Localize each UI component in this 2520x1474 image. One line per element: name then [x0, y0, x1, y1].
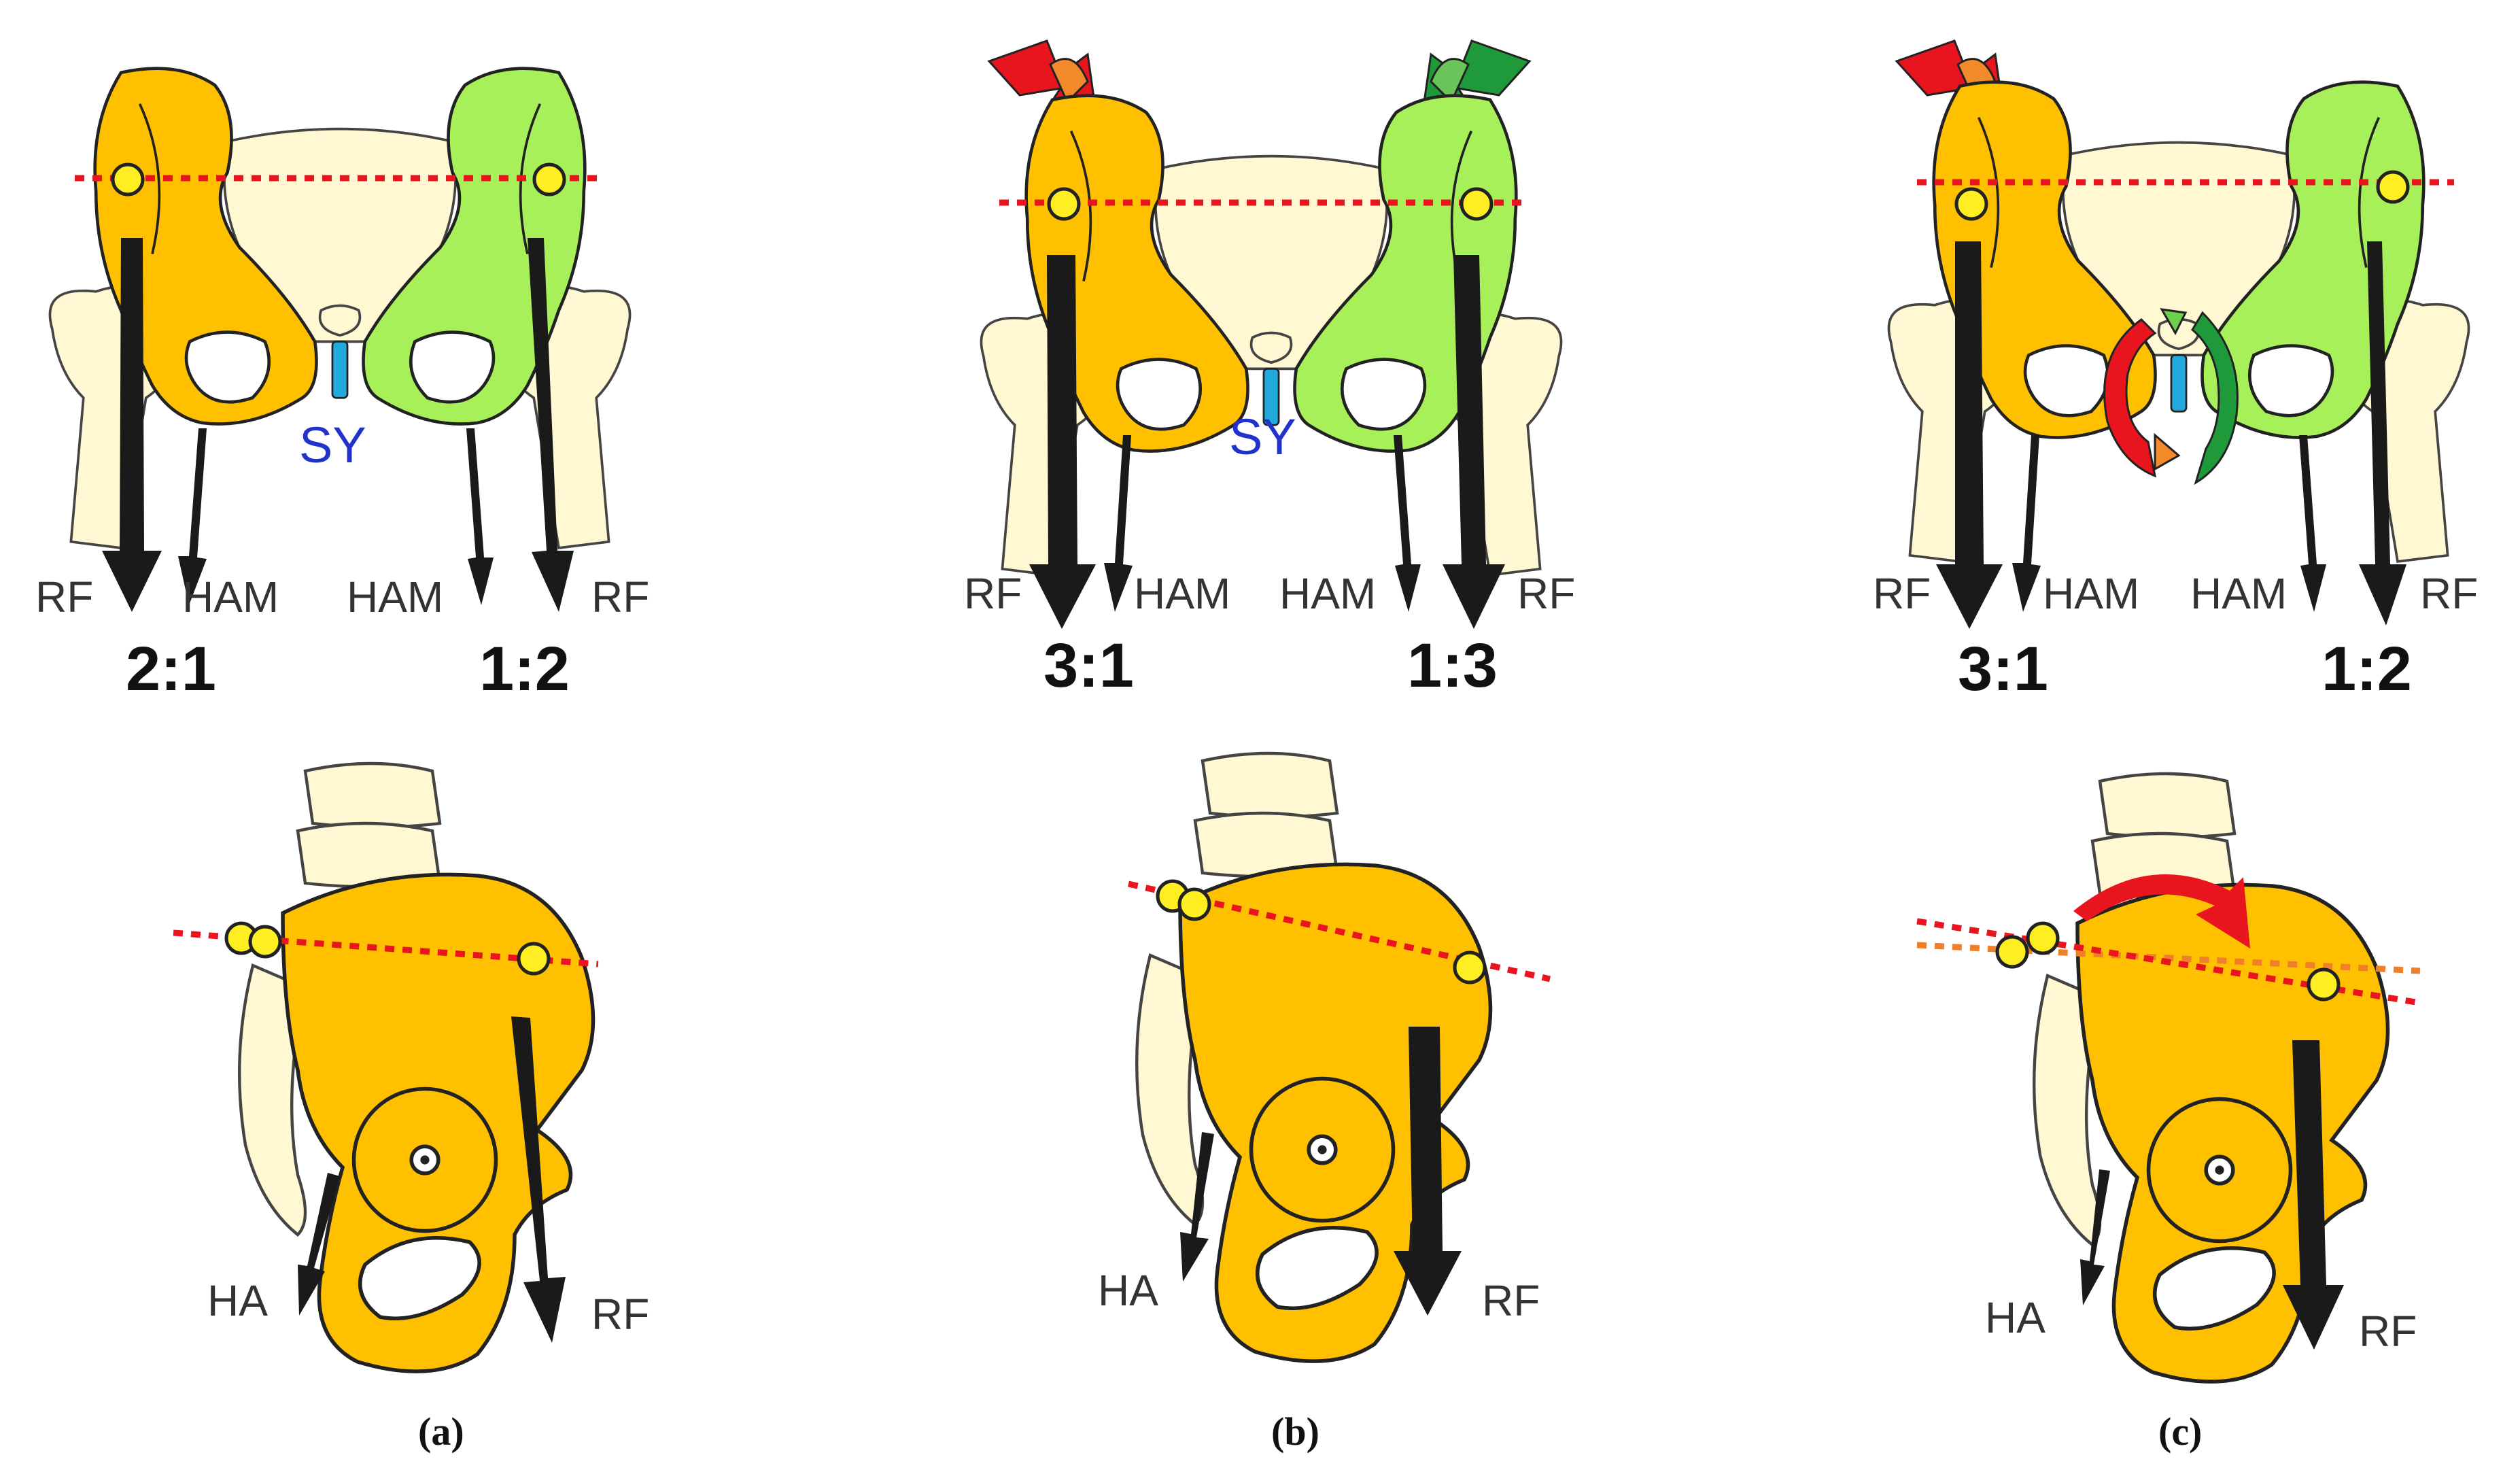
panel-c-side-secondary-line: [1916, 942, 2421, 974]
panel-b-side-ha-label: HA: [1098, 1266, 1158, 1315]
panel-b-left-ham-arrow: [1104, 435, 1133, 612]
panel-a-right-rf-label: RF: [591, 572, 649, 621]
panel-a-caption: (a): [418, 1409, 464, 1454]
panel-a-right-ham-arrow: [466, 428, 494, 605]
panel-c-right-landmark: [2376, 170, 2410, 204]
panel-c-side-ha-arrow: [2080, 1169, 2110, 1305]
panel-c-left-rf-arrow: [1936, 241, 2003, 629]
panel-a-left-ratio: 2:1: [126, 634, 216, 704]
panel-b-left-ratio: 3:1: [1043, 631, 1134, 700]
panel-a-left-rf-arrow: [102, 238, 162, 612]
panel-c-left-rf-label: RF: [1873, 569, 1931, 618]
panel-a: RF HAM HAM RF SY 2:1 1:2 HA RF (a): [35, 69, 649, 1454]
panel-c-left-ratio: 3:1: [1958, 634, 2048, 704]
panel-c-side-landmark-3: [2307, 967, 2341, 1001]
panel-b-right-rf-arrow: [1443, 255, 1505, 629]
panel-b-right-rotation-tail-icon: [1430, 58, 1470, 104]
panel-c-side-landmark-1: [1995, 935, 2029, 969]
panel-c-orange-arrowhead-icon: [2154, 432, 2181, 471]
panel-a-left-ham-label: HAM: [182, 572, 279, 621]
panel-b-side-rf-label: RF: [1482, 1276, 1540, 1325]
panel-b-right-rf-label: RF: [1517, 569, 1575, 618]
panel-c-front-pelvis: RF HAM HAM RF 3:1 1:2: [1873, 82, 2478, 704]
panel-c-right-ratio: 1:2: [2321, 634, 2412, 704]
panel-c-right-ham-label: HAM: [2190, 569, 2287, 618]
panel-c-green-symphysis-rotation-icon: [2191, 311, 2239, 485]
panel-a-left-ham-arrow: [178, 428, 207, 605]
panel-a-side-ha-arrow: [298, 1173, 340, 1316]
panel-a-symphysis-label: SY: [299, 417, 366, 473]
panel-b-right-landmark: [1460, 187, 1494, 221]
panel-a-right-ratio: 1:2: [479, 634, 570, 704]
panel-b-left-rf-label: RF: [964, 569, 1022, 618]
panel-c-side-rf-label: RF: [2359, 1307, 2417, 1356]
panel-b-left-rotation-tail-icon: [1049, 58, 1089, 104]
panel-a-right-rf-arrow: [528, 238, 574, 612]
panel-c-green-arrowhead-icon: [2160, 308, 2188, 336]
panel-b-side-ha-arrow: [1180, 1132, 1214, 1282]
panel-c-side-pelvis: HA RF: [1916, 774, 2421, 1382]
panel-b-left-ham-label: HAM: [1134, 569, 1230, 618]
panel-c-side-landmark-2: [2026, 921, 2060, 955]
panel-c-left-ham-arrow: [2012, 435, 2041, 612]
panel-b-left-landmark: [1047, 187, 1081, 221]
panel-b: RF HAM HAM RF SY 3:1 1:3 HA RF (b): [964, 39, 1575, 1454]
panel-c-right-rf-label: RF: [2420, 569, 2478, 618]
panel-c-left-landmark: [1954, 187, 1988, 221]
panel-a-side-pelvis: HA RF: [173, 764, 649, 1371]
panel-a-front-pelvis: RF HAM HAM RF SY 2:1 1:2: [35, 69, 649, 704]
panel-c-caption: (c): [2158, 1409, 2202, 1454]
panel-c-left-ham-label: HAM: [2043, 569, 2139, 618]
panel-a-side-landmark-2: [248, 925, 282, 959]
panel-a-left-rf-label: RF: [35, 572, 93, 621]
panel-b-right-ratio: 1:3: [1407, 631, 1498, 700]
panel-c-right-ham-arrow: [2299, 435, 2326, 612]
panel-b-side-landmark-2: [1177, 887, 1211, 921]
panel-c-right-rf-arrow: [2359, 241, 2406, 625]
panel-b-side-landmark-3: [1453, 950, 1487, 984]
panel-a-side-rf-label: RF: [591, 1290, 649, 1339]
panel-a-side-landmark-3: [517, 942, 551, 976]
panel-b-right-ham-arrow: [1394, 435, 1421, 612]
panel-c-side-rf-arrow: [2283, 1040, 2344, 1350]
panel-c-red-symphysis-rotation-icon: [2103, 318, 2157, 478]
panel-b-right-ham-label: HAM: [1279, 569, 1376, 618]
panel-a-right-ham-label: HAM: [347, 572, 443, 621]
panel-b-side-pelvis: HA RF: [1098, 753, 1551, 1361]
panel-c: RF HAM HAM RF 3:1 1:2 HA RF (c): [1873, 39, 2478, 1454]
panel-b-symphysis-label: SY: [1229, 409, 1296, 465]
panel-a-side-ha-label: HA: [207, 1276, 268, 1325]
panel-a-right-landmark: [532, 162, 566, 196]
panel-a-left-landmark: [111, 162, 145, 196]
panel-b-side-rf-arrow: [1394, 1027, 1462, 1316]
panel-b-caption: (b): [1271, 1409, 1319, 1454]
panel-a-side-rf-arrow: [511, 1016, 566, 1343]
panel-b-front-pelvis: RF HAM HAM RF SY 3:1 1:3: [964, 96, 1575, 700]
panel-c-side-rotation-arrow-icon: [2073, 874, 2250, 948]
panel-c-side-ha-label: HA: [1985, 1293, 2046, 1342]
panel-b-left-rf-arrow: [1029, 255, 1096, 629]
